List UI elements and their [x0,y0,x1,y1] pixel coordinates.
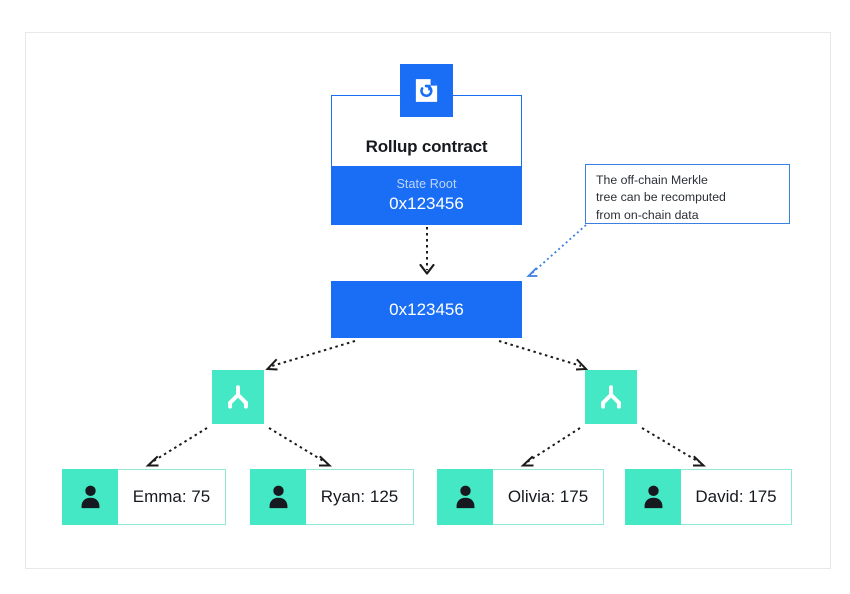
contract-document-glyph [415,79,438,102]
leaf-label: Emma: 75 [118,469,226,525]
annotation-text: The off-chain Merkle tree can be recompu… [596,173,726,222]
person-icon [625,469,681,525]
leaf-label: Olivia: 175 [493,469,604,525]
person-icon [62,469,118,525]
merkle-root-node: 0x123456 [331,281,522,338]
leaf-node: Emma: 75 [62,469,226,525]
person-glyph [81,485,99,508]
person-icon [250,469,306,525]
merkle-branch-node-right [585,370,637,424]
merkle-root-value: 0x123456 [389,299,464,319]
leaf-node: David: 175 [625,469,792,525]
merkle-branch-icon [228,385,248,409]
state-root-panel: State Root 0x123456 [331,166,522,225]
leaf-label: Ryan: 125 [306,469,414,525]
leaf-node: Ryan: 125 [250,469,414,525]
annotation-callout: The off-chain Merkle tree can be recompu… [585,164,790,224]
merkle-branch-node-left [212,370,264,424]
person-glyph [644,485,662,508]
leaf-label: David: 175 [681,469,792,525]
merkle-branch-icon [601,385,621,409]
person-glyph [269,485,287,508]
state-root-value: 0x123456 [389,193,464,213]
rollup-contract-title: Rollup contract [365,137,488,156]
state-root-label: State Root [396,176,457,191]
person-icon [437,469,493,525]
leaf-node: Olivia: 175 [437,469,604,525]
person-glyph [456,485,474,508]
contract-document-icon [400,64,453,117]
